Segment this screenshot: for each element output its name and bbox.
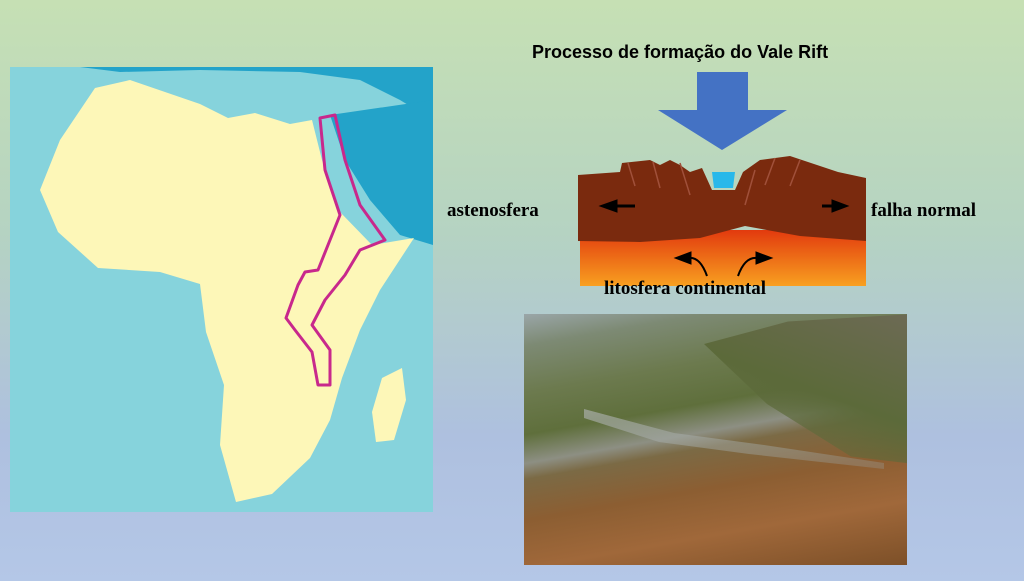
mediterranean-deep <box>80 67 433 120</box>
arabia-sea <box>330 100 433 245</box>
down-arrow-icon <box>658 72 787 150</box>
label-astenosfera: astenosfera <box>447 200 539 221</box>
arrow-right-icon <box>831 199 850 213</box>
arrow-curve-right-icon <box>755 251 774 265</box>
africa-map <box>10 67 433 512</box>
label-litosfera-continental: litosfera continental <box>604 278 767 299</box>
africa-land <box>40 80 414 502</box>
arrow-left-icon <box>598 199 618 213</box>
label-falha-normal: falha normal <box>871 200 977 221</box>
arrow-curve-left-icon <box>673 251 692 265</box>
rift-outline <box>284 113 387 387</box>
crust-layer <box>578 156 866 242</box>
rift-lake <box>712 172 735 188</box>
divergence-arrows <box>598 199 850 277</box>
diagram-title: Processo de formação do Vale Rift <box>532 42 829 62</box>
rift-valley-photo <box>524 314 907 565</box>
fault-lines <box>627 157 801 206</box>
madagascar <box>372 368 406 442</box>
